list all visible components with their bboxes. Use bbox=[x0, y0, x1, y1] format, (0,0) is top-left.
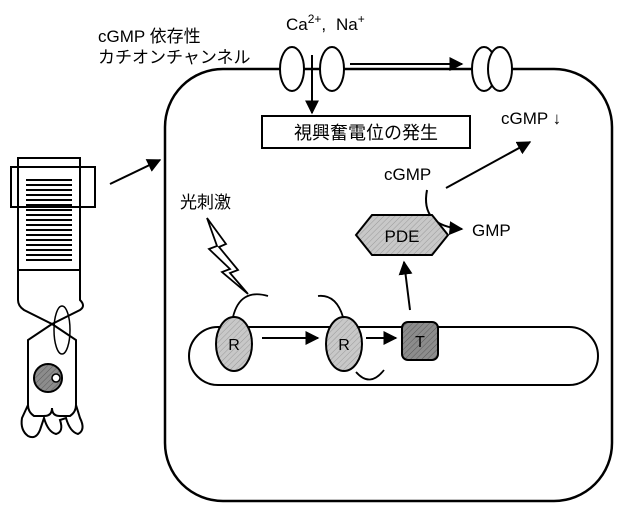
transducin-label: T bbox=[415, 334, 425, 351]
light-stimulus-label: 光刺激 bbox=[180, 193, 231, 212]
ca-charge: 2+ bbox=[308, 12, 322, 26]
receptor-potential-label: 視興奮電位の発生 bbox=[294, 123, 438, 143]
cation-channel-closed bbox=[472, 47, 512, 91]
channel-label-line1: cGMP 依存性 bbox=[98, 27, 201, 46]
na-symbol: Na bbox=[336, 15, 358, 34]
na-charge: + bbox=[358, 12, 365, 26]
rod-discs bbox=[26, 180, 72, 260]
rhodopsin-active-label: R bbox=[338, 337, 350, 354]
rod-nucleolus bbox=[52, 374, 60, 382]
rod-inner-segment bbox=[18, 270, 83, 324]
ion-separator: , bbox=[321, 15, 326, 34]
rhodopsin-inactive-label: R bbox=[228, 337, 240, 354]
pde-label: PDE bbox=[385, 227, 420, 246]
ca-ion-label: Ca2+, bbox=[286, 12, 326, 34]
na-ion-label: Na+ bbox=[336, 12, 365, 34]
transducin: T bbox=[402, 322, 438, 360]
cgmp-label: cGMP bbox=[384, 165, 431, 184]
cgmp-decrease-label: cGMP ↓ bbox=[501, 109, 561, 128]
ca-symbol: Ca bbox=[286, 15, 308, 34]
zoom-arrow bbox=[110, 160, 160, 184]
rod-cell bbox=[11, 158, 95, 437]
channel-label-line2: カチオンチャンネル bbox=[98, 48, 251, 67]
gmp-label: GMP bbox=[472, 221, 511, 240]
